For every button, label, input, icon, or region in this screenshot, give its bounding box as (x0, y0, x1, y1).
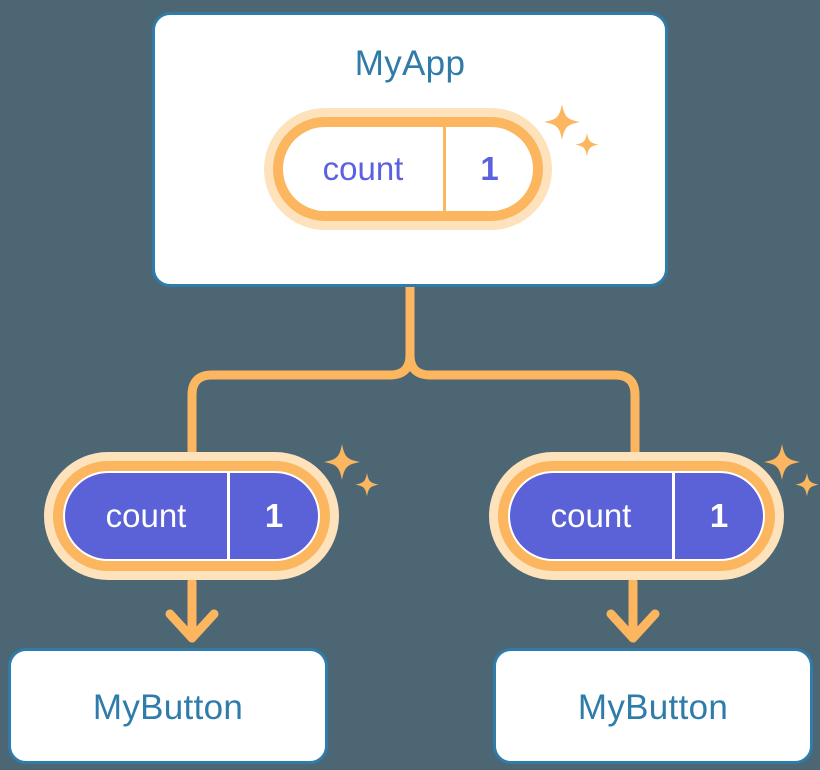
state-key-label: count (550, 497, 632, 534)
arrow-down-head-left (165, 609, 219, 643)
state-key-label: count (105, 497, 187, 534)
sparkle-icon-small (355, 473, 379, 497)
tree-branch-connector-right (405, 350, 640, 457)
arrow-down-head-right (606, 609, 660, 643)
state-pill-body: count 1 (63, 471, 320, 561)
state-value-label: 1 (709, 497, 729, 534)
state-pill-myapp[interactable]: count 1 (264, 108, 552, 230)
component-title-mybutton: MyButton (92, 688, 244, 727)
component-card-mybutton-right[interactable]: MyButton (493, 648, 813, 764)
state-pill-child-left[interactable]: count 1 (44, 452, 339, 580)
component-title-mybutton: MyButton (577, 688, 729, 727)
state-key-label: count (322, 150, 404, 187)
state-value-label: 1 (264, 497, 284, 534)
state-divider (227, 473, 230, 559)
sparkle-icon-large (324, 444, 360, 480)
state-divider (672, 473, 675, 559)
state-pill-body: count 1 (508, 471, 765, 561)
state-pill-body: count 1 (283, 127, 533, 211)
component-title-myapp: MyApp (354, 44, 466, 83)
state-value-label: 1 (480, 150, 499, 187)
state-divider (443, 127, 446, 211)
state-pill-child-right[interactable]: count 1 (489, 452, 784, 580)
tree-branch-connector (187, 282, 415, 457)
sparkle-icon-small (795, 473, 819, 497)
component-card-mybutton-left[interactable]: MyButton (8, 648, 328, 764)
